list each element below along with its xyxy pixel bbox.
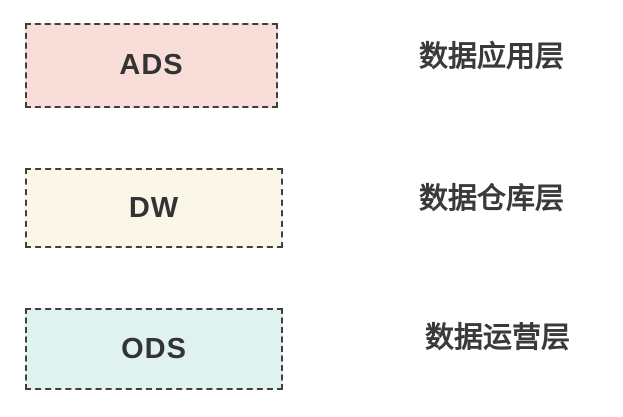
layer-box-label-dw: DW — [128, 191, 180, 224]
layer-box-dw: DW — [25, 168, 283, 248]
layer-box-ods: ODS — [25, 308, 283, 390]
layer-box-ads: ADS — [25, 23, 278, 108]
layer-name-data-warehouse: 数据仓库层 — [419, 183, 565, 215]
layer-name-data-operations: 数据运营层 — [425, 322, 571, 354]
layer-name-data-application: 数据应用层 — [419, 41, 565, 73]
layer-box-label-ads: ADS — [119, 49, 184, 81]
layer-box-label-ods: ODS — [121, 332, 187, 365]
